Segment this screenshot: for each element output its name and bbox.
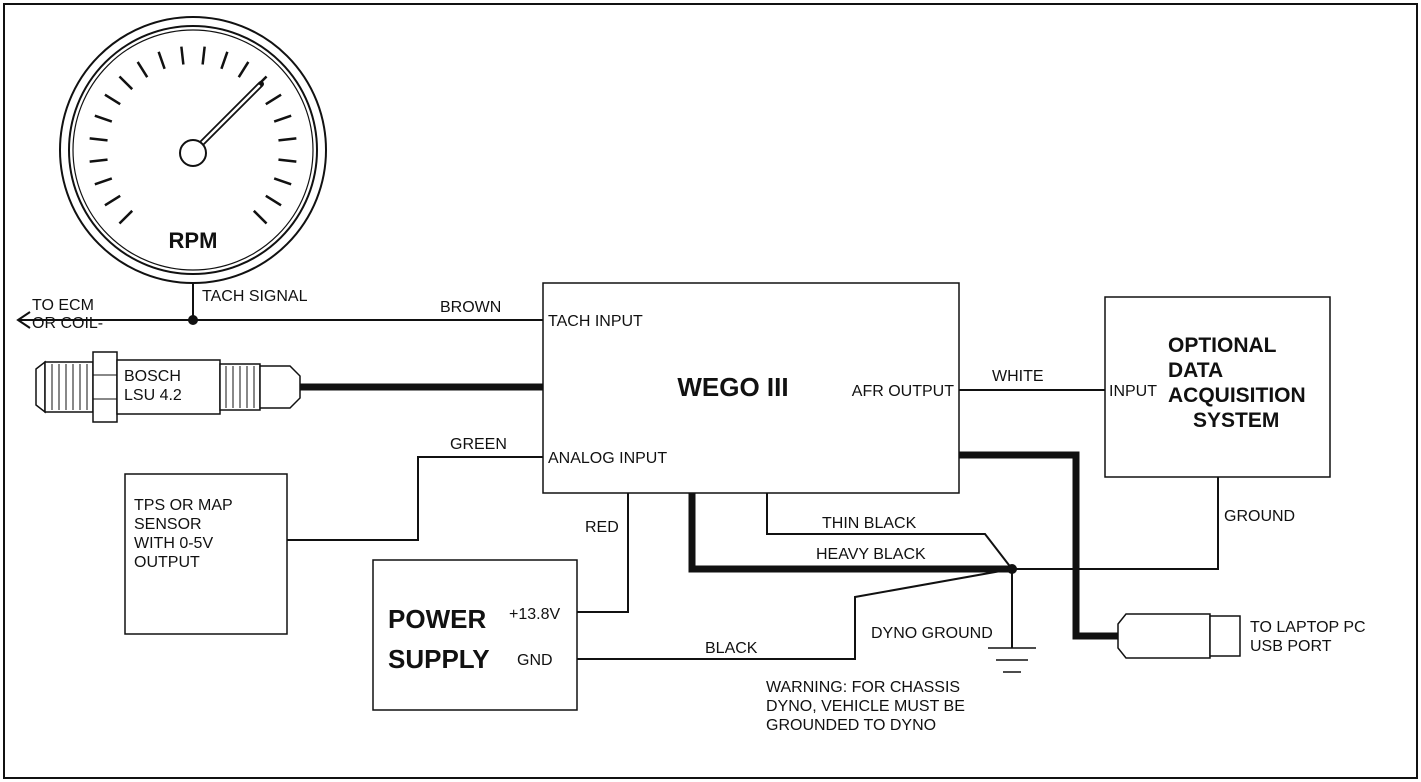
gauge-tick [265,194,282,207]
gauge-tick [94,114,113,123]
wego-box [542,282,960,494]
rpm-gauge: RPM [59,16,327,284]
sensor-label-line1: BOSCH [124,368,181,385]
power-plus-label: +13.8V [509,606,560,623]
daq-label-line3: ACQUISITION [1168,384,1306,407]
tps-label-line3: WITH 0-5V [134,535,213,552]
daq-input-label: INPUT [1109,383,1157,400]
tach-destination-line1: TO ECM [32,297,94,314]
usb-label-line2: USB PORT [1250,638,1332,655]
gauge-tick [265,93,282,106]
bosch-sensor: BOSCH LSU 4.2 [35,351,301,423]
power-gnd-label: GND [517,652,553,669]
green-wire-label: GREEN [450,436,507,453]
tach-signal-label: TACH SIGNAL [202,288,308,305]
usb-label-line1: TO LAPTOP PC [1250,619,1366,636]
gauge-tick [118,75,134,91]
gauge-tick [180,46,185,65]
daq-box [1104,296,1331,478]
daq-label-line4: SYSTEM [1193,409,1279,432]
gauge-tick [201,46,206,65]
gauge-tick [104,93,121,106]
gauge-label: RPM [169,228,218,253]
tach-junction-dot [188,315,198,325]
gauge-tick [118,209,134,225]
tps-label-line2: SENSOR [134,516,202,533]
gauge-tick [94,177,113,186]
daq-label-line1: OPTIONAL [1168,334,1277,357]
heavy-black-label: HEAVY BLACK [816,546,926,563]
tach-input-label: TACH INPUT [548,313,643,330]
warning-line2: DYNO, VEHICLE MUST BE [766,698,965,715]
gauge-hub [179,139,207,167]
afr-output-label: AFR OUTPUT [852,383,954,400]
warning-line3: GROUNDED TO DYNO [766,717,936,734]
red-wire-label: RED [585,519,619,536]
tps-label-line1: TPS OR MAP [134,497,233,514]
brown-wire-label: BROWN [440,299,501,316]
daq-label-line2: DATA [1168,359,1223,382]
ground-symbol-icon [988,647,1036,673]
gauge-tick [273,177,292,186]
gauge-tick [237,61,250,78]
gauge-tick [136,61,149,78]
dyno-ground-label: DYNO GROUND [871,625,993,642]
wego-title: WEGO III [677,372,788,402]
gauge-tick [252,209,268,225]
ground-label: GROUND [1224,508,1295,525]
diagram-frame [3,3,1418,779]
analog-input-label: ANALOG INPUT [548,450,667,467]
power-label-line1: POWER [388,604,486,634]
tps-box [124,473,288,635]
usb-connector [1117,613,1241,659]
thin-black-label: THIN BLACK [822,515,917,532]
gauge-tick [104,194,121,207]
gauge-tick [89,158,108,163]
gauge-tick [278,158,297,163]
sensor-label-line2: LSU 4.2 [124,387,182,404]
black-wire-label: BLACK [705,640,758,657]
power-supply-box [372,559,578,711]
white-wire-label: WHITE [992,368,1044,385]
gauge-tick [89,137,108,142]
gauge-tick [220,51,229,70]
tach-destination-line2: OR COIL- [32,315,103,332]
warning-line1: WARNING: FOR CHASSIS [766,679,960,696]
power-label-line2: SUPPLY [388,644,490,674]
gauge-tick [273,114,292,123]
gauge-tick [278,137,297,142]
tps-label-line4: OUTPUT [134,554,200,571]
gauge-tick [157,51,166,70]
